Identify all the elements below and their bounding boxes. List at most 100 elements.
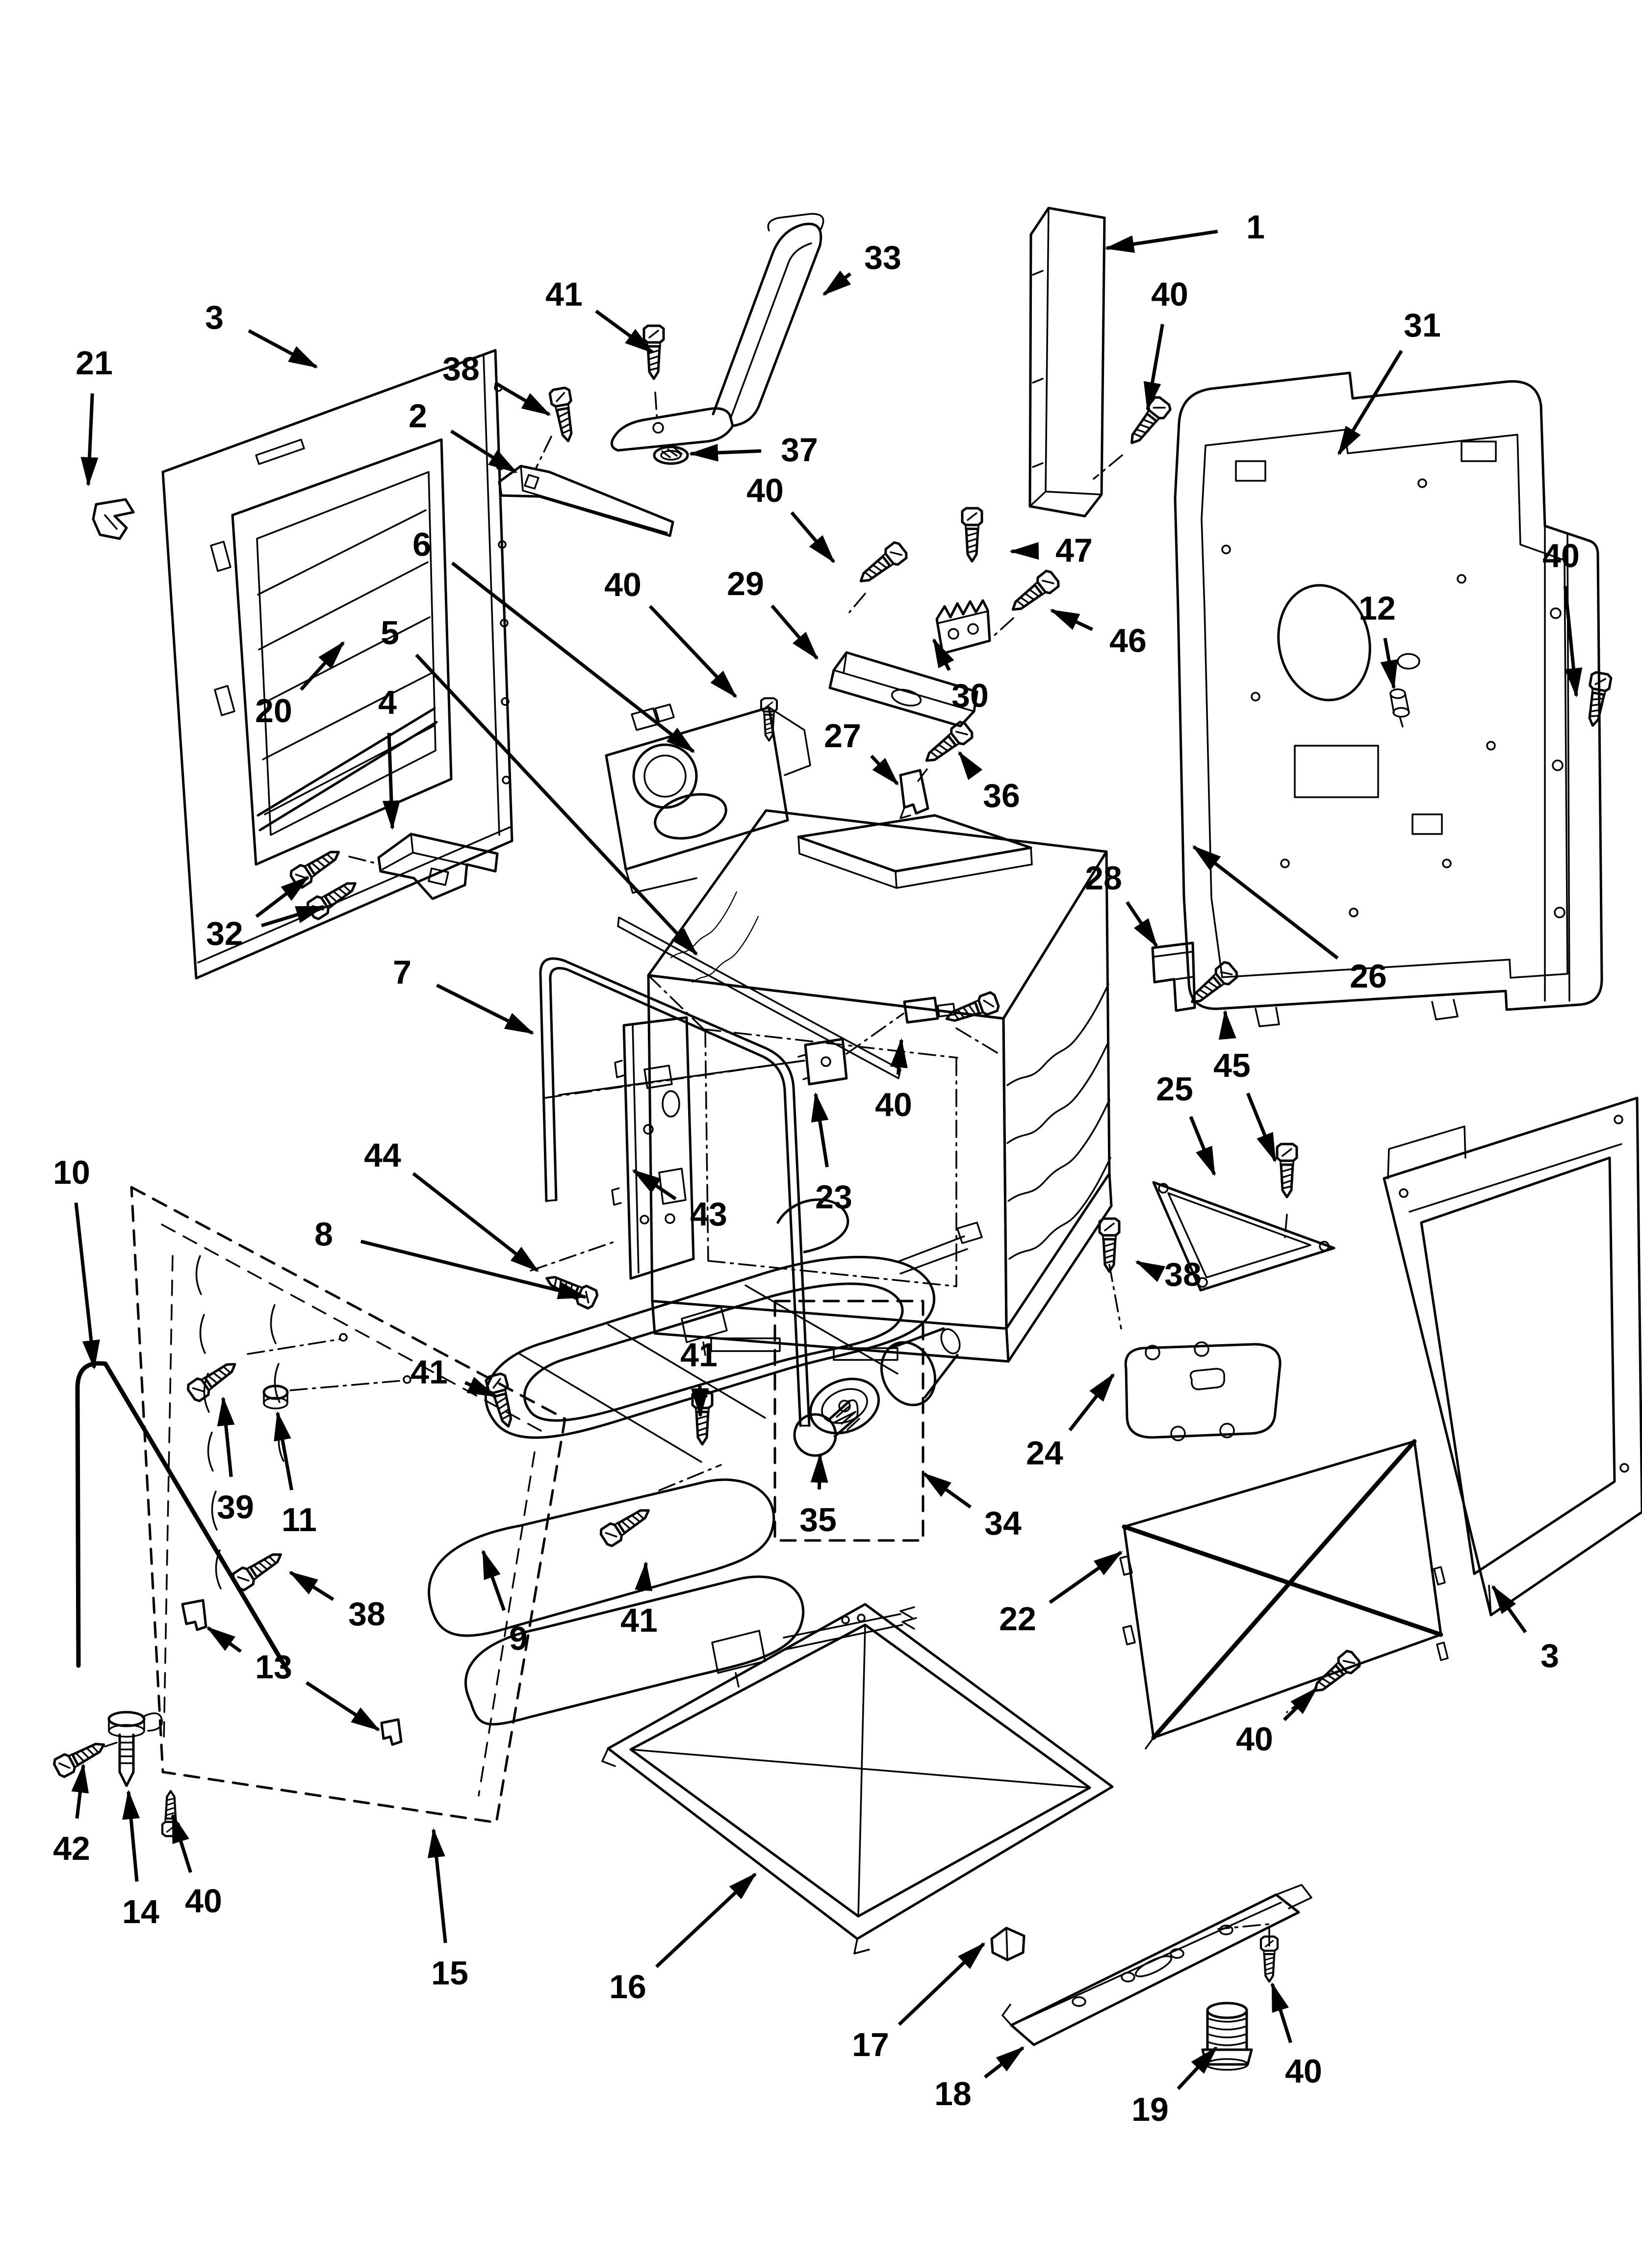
callout-label-45: 45 [1213, 1047, 1251, 1084]
callout-label-38: 38 [348, 1595, 385, 1633]
callout-leader-13 [206, 1626, 242, 1653]
callout-leader-42 [71, 1763, 89, 1819]
callout-leader-21 [80, 393, 99, 487]
part-3-side-door-panel-right [1383, 1096, 1642, 1616]
part-11-grommet [262, 1375, 411, 1409]
callout-label-33: 33 [864, 239, 901, 276]
part-4-latch-strike [348, 833, 499, 900]
callout-leader-38 [1135, 1260, 1166, 1282]
callout-leader-22 [1049, 1551, 1123, 1604]
part-9-bake-element [428, 1464, 917, 1726]
callout-leader-6 [451, 561, 695, 753]
callout-leader-23 [811, 1092, 829, 1168]
callout-leader-41 [464, 1377, 497, 1398]
part-18-drawer-rail [1001, 1884, 1312, 2046]
callout-label-35: 35 [799, 1501, 837, 1538]
callout-leader-31 [1337, 350, 1403, 456]
callout-label-11: 11 [282, 1501, 317, 1538]
callout-label-24: 24 [1026, 1434, 1063, 1472]
callout-label-4: 4 [378, 684, 397, 721]
callout-leader-33 [822, 270, 852, 296]
callout-leader-36 [958, 751, 983, 780]
part-17-clip [990, 1927, 1026, 1961]
part-21-clip [92, 498, 135, 540]
callout-leader-30 [932, 638, 954, 671]
callout-label-40: 40 [1151, 276, 1188, 313]
callout-label-22: 22 [999, 1600, 1036, 1638]
callout-label-23: 23 [815, 1178, 852, 1216]
callout-label-8: 8 [314, 1216, 333, 1253]
callout-label-6: 6 [412, 526, 431, 563]
callout-label-34: 34 [984, 1505, 1022, 1542]
callout-leader-38 [494, 381, 551, 417]
callout-label-26: 26 [1350, 958, 1387, 995]
callout-label-3: 3 [205, 299, 224, 336]
callout-leader-13 [306, 1681, 381, 1731]
callout-leader-18 [984, 2046, 1025, 2079]
callout-leader-4 [383, 732, 400, 830]
callout-label-21: 21 [76, 344, 113, 382]
callout-label-41: 41 [410, 1354, 448, 1391]
callout-label-40: 40 [875, 1086, 912, 1123]
part-19-leveling-foot [1201, 2002, 1253, 2071]
callout-leader-8 [360, 1240, 588, 1299]
callout-leader-32 [261, 905, 326, 928]
callout-leader-40 [1143, 324, 1164, 412]
callout-label-14: 14 [122, 1893, 159, 1930]
callout-label-12: 12 [1359, 590, 1396, 627]
callout-label-46: 46 [1109, 622, 1147, 659]
callout-label-18: 18 [934, 2075, 972, 2112]
callout-label-5: 5 [381, 614, 399, 652]
callout-leader-45 [1246, 1093, 1277, 1163]
callout-leader-41 [595, 310, 654, 354]
callout-leader-32 [255, 876, 310, 918]
callout-label-38: 38 [1164, 1256, 1202, 1293]
callout-label-13: 13 [255, 1648, 292, 1686]
callout-label-41: 41 [680, 1336, 718, 1374]
callout-leader-17 [898, 1942, 985, 2026]
callout-label-10: 10 [53, 1154, 90, 1191]
part-8-broil-element [484, 1198, 983, 1463]
callout-label-41: 41 [620, 1602, 658, 1639]
callout-leader-40 [648, 605, 737, 698]
callout-leader-35 [810, 1453, 828, 1490]
part-13-clips [181, 1599, 403, 1746]
part-22-insulation-retainer [1119, 1439, 1449, 1749]
callout-leader-27 [870, 755, 899, 785]
callout-label-29: 29 [727, 565, 764, 602]
callout-label-41: 41 [545, 276, 583, 313]
callout-leader-19 [1177, 2046, 1218, 2090]
callout-leader-9 [481, 1549, 506, 1611]
callout-label-7: 7 [393, 954, 411, 991]
part-30-toothed-rack [935, 599, 991, 655]
part-14-leveling-leg [104, 1711, 163, 1787]
part-28-bracket [1151, 941, 1196, 1012]
callout-leader-2 [450, 429, 518, 473]
part-10-door-wire [75, 1361, 291, 1674]
callout-label-20: 20 [255, 692, 292, 730]
part-2-top-trim-strip [498, 465, 674, 537]
callout-label-9: 9 [509, 1620, 528, 1657]
callout-label-16: 16 [609, 1968, 646, 2006]
callout-leader-28 [1126, 901, 1158, 948]
part-27-clip [899, 769, 929, 819]
callout-leader-40 [890, 1038, 908, 1075]
callout-leader-15 [427, 1828, 447, 1943]
callout-label-27: 27 [824, 717, 861, 755]
callout-label-28: 28 [1085, 860, 1122, 897]
callout-label-36: 36 [983, 777, 1020, 814]
part-16-base-pan [601, 1603, 1114, 1955]
callout-label-40: 40 [1285, 2053, 1322, 2090]
callout-label-30: 30 [951, 677, 989, 714]
part-29-latch-rail [828, 651, 978, 728]
callout-leader-24 [1068, 1373, 1115, 1432]
part-15-side-panel-phantom [130, 1186, 566, 1824]
part-31-rear-panel [1174, 371, 1603, 1027]
callout-leader-3 [248, 329, 318, 369]
callout-label-38: 38 [442, 350, 480, 388]
callout-label-40: 40 [1236, 1721, 1273, 1758]
callout-label-44: 44 [364, 1137, 401, 1174]
callout-label-15: 15 [431, 1955, 468, 1992]
